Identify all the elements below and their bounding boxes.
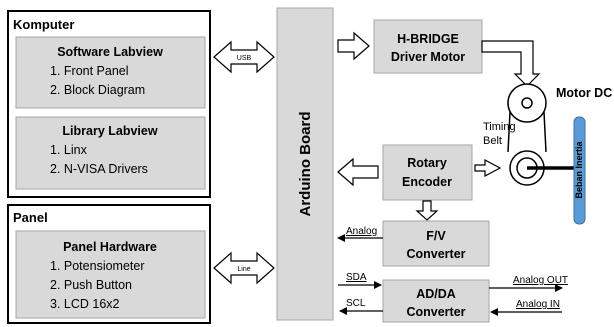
line-double-arrow xyxy=(213,251,275,285)
panel-hardware-box xyxy=(15,230,206,319)
timing-belt-right xyxy=(543,111,547,153)
fv-converter-line1: F/V xyxy=(426,229,446,243)
software-item-1: 1. Front Panel xyxy=(50,64,129,78)
adda-converter-line1: AD/DA xyxy=(416,287,456,301)
motor-to-encoder-arrow xyxy=(474,159,502,177)
encoder-to-fv-arrow xyxy=(415,200,439,221)
library-item-2: 2. N-VISA Drivers xyxy=(50,162,148,176)
sda-label: SDA xyxy=(346,272,367,283)
usb-label: USB xyxy=(237,55,252,62)
timing-belt-line2: Belt xyxy=(483,135,502,147)
adda-converter-line2: Converter xyxy=(406,305,465,319)
analog-in-label: Analog IN xyxy=(516,299,560,310)
hardware-item-1: 1. Potensiometer xyxy=(50,259,145,273)
library-item-1: 1. Linx xyxy=(50,143,88,157)
line-label: Line xyxy=(237,266,250,273)
analog-out-label: Analog OUT xyxy=(513,275,568,286)
library-labview-title: Library Labview xyxy=(62,124,157,138)
rotary-encoder-line2: Encoder xyxy=(402,175,452,189)
software-labview-box xyxy=(15,36,206,109)
beban-inertia-label: Beban Inertia xyxy=(574,140,584,198)
hbridge-to-motor-arrow xyxy=(481,40,541,87)
adda-converter-box xyxy=(382,279,490,323)
timing-belt-left xyxy=(507,111,511,153)
fv-converter-box xyxy=(382,220,490,267)
encoder-to-arduino-arrow xyxy=(337,157,379,187)
library-labview-box xyxy=(15,116,206,190)
fv-converter-line2: Converter xyxy=(406,247,465,261)
usb-double-arrow xyxy=(213,40,275,74)
software-item-2: 2. Block Diagram xyxy=(50,83,145,97)
panel-title: Panel xyxy=(13,210,48,225)
rotary-encoder-box xyxy=(382,144,473,201)
komputer-title: Komputer xyxy=(13,17,74,32)
arduino-board-label: Arduino Board xyxy=(297,112,314,217)
arduino-board-box xyxy=(276,7,334,321)
scl-label: SCL xyxy=(346,298,366,309)
hbridge-line2: Driver Motor xyxy=(391,50,465,64)
hbridge-line1: H-BRIDGE xyxy=(397,32,459,46)
arduino-to-hbridge-arrow xyxy=(337,31,370,61)
panel-hardware-title: Panel Hardware xyxy=(63,240,157,254)
rotary-encoder-line1: Rotary xyxy=(407,156,447,170)
motor-dc-label: Motor DC xyxy=(556,86,612,100)
hardware-item-3: 3. LCD 16x2 xyxy=(50,297,120,311)
timing-belt-line1: Timing xyxy=(483,121,516,133)
software-labview-title: Software Labview xyxy=(57,45,163,59)
beban-inertia-bar xyxy=(573,116,586,225)
hardware-item-2: 2. Push Button xyxy=(50,278,132,292)
motor-shaft xyxy=(521,97,533,109)
hbridge-box xyxy=(373,19,483,74)
analog-signal-label: Analog xyxy=(346,226,377,237)
